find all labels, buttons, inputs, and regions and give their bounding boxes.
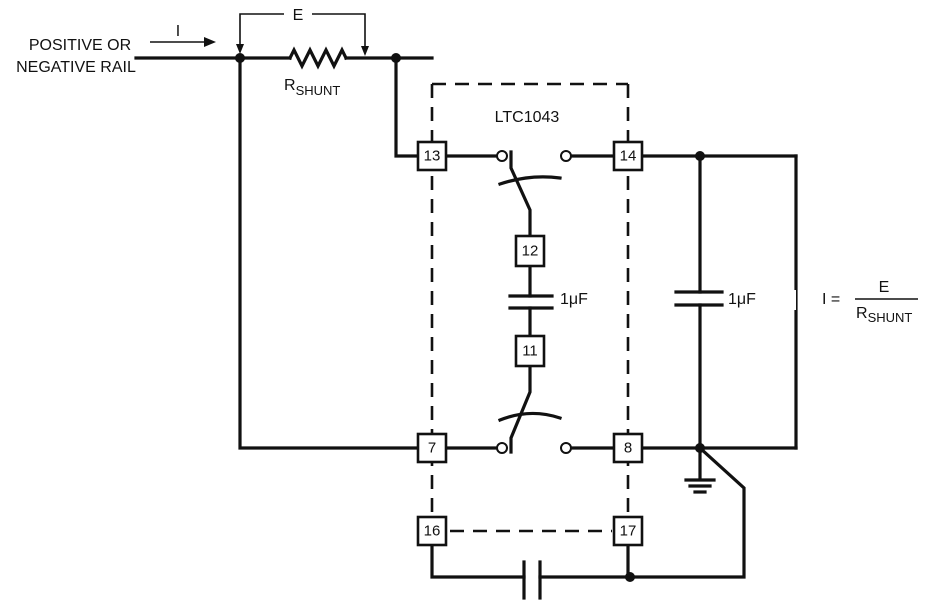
- output-cap-label: 1μF: [728, 291, 756, 308]
- voltage-bracket: [236, 13, 369, 56]
- svg-text:7: 7: [428, 440, 436, 457]
- formula-numerator: E: [879, 279, 890, 296]
- ic-label: LTC1043: [495, 109, 560, 126]
- svg-text:16: 16: [424, 523, 441, 540]
- current-arrow: [150, 37, 216, 47]
- voltage-label: E: [293, 7, 304, 24]
- current-label: I: [176, 23, 180, 40]
- formula-lhs: I =: [822, 291, 840, 308]
- ground-icon: [684, 446, 716, 494]
- pin-14: 14: [612, 140, 644, 172]
- current-formula: I = E RSHUNT: [822, 279, 918, 325]
- wire-to-pin13: [394, 56, 420, 158]
- pin-12: 12: [514, 234, 546, 268]
- pin-7: 7: [416, 432, 448, 464]
- output-label-gap: [782, 290, 796, 310]
- rail-label-line2: NEGATIVE RAIL: [16, 59, 136, 76]
- pin-8: 8: [612, 432, 644, 464]
- junction-bottom: [625, 572, 635, 582]
- switch-top-contact-left: [496, 150, 508, 162]
- svg-text:13: 13: [424, 148, 441, 165]
- switch-bottom-arm: [509, 364, 532, 454]
- switch-bottom-actuator: [497, 411, 563, 423]
- svg-text:17: 17: [620, 523, 637, 540]
- formula-denominator: RSHUNT: [856, 305, 912, 325]
- switch-top-actuator: [497, 175, 562, 187]
- pin-11: 11: [514, 334, 546, 368]
- svg-text:8: 8: [624, 440, 632, 457]
- switch-bottom-contact-left: [496, 442, 508, 454]
- pin-17: 17: [612, 515, 644, 547]
- wire-to-pin7: [238, 56, 420, 450]
- switch-top-arm: [509, 150, 532, 238]
- switch-bottom-contact-right: [560, 442, 572, 454]
- wire-pin16-cap: [430, 543, 526, 579]
- shunt-resistor: [287, 46, 349, 70]
- pin-16: 16: [416, 515, 448, 547]
- internal-cap-label: 1μF: [560, 291, 588, 308]
- pin-13: 13: [416, 140, 448, 172]
- rail-label-line1: POSITIVE OR: [29, 37, 131, 54]
- switch-top-contact-right: [560, 150, 572, 162]
- svg-text:12: 12: [522, 243, 539, 260]
- svg-text:11: 11: [522, 343, 538, 360]
- shunt-label: RSHUNT: [284, 77, 340, 98]
- svg-text:14: 14: [620, 148, 637, 165]
- wire-ground-return: [628, 445, 746, 579]
